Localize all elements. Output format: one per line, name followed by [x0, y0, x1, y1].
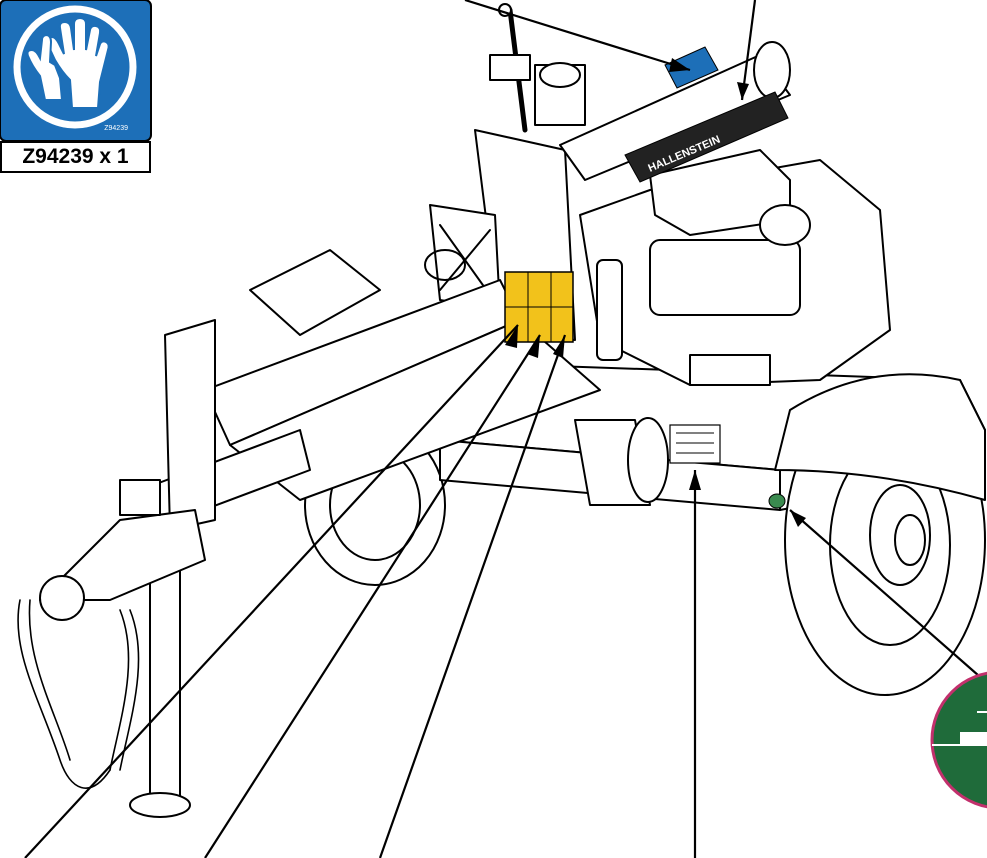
hydraulic-filter: [596, 259, 623, 361]
control-valve: [489, 3, 586, 133]
grease-decal-callout: [930, 671, 987, 809]
cylinder-decal-blue: [664, 46, 719, 89]
gloves-decal: Z94239: [0, 0, 152, 142]
engine: [579, 149, 891, 386]
leader-arrowheads: [505, 58, 806, 527]
decal-quantity-label: Z94239 x 1: [0, 141, 151, 173]
safety-chains: [17, 599, 140, 789]
manual-canister: [574, 417, 669, 506]
hitch-coupler: [39, 479, 206, 621]
hydraulic-cylinder: [559, 41, 791, 181]
grease-point-decal: [768, 493, 786, 509]
gloves-icon: [26, 16, 110, 109]
decal-part-number: Z94239: [104, 125, 128, 132]
fender: [774, 373, 986, 501]
serial-plate-decal: [669, 424, 721, 464]
leader-lines: [24, 0, 987, 858]
splitting-table: [204, 249, 601, 501]
jack-stand: [129, 319, 216, 818]
